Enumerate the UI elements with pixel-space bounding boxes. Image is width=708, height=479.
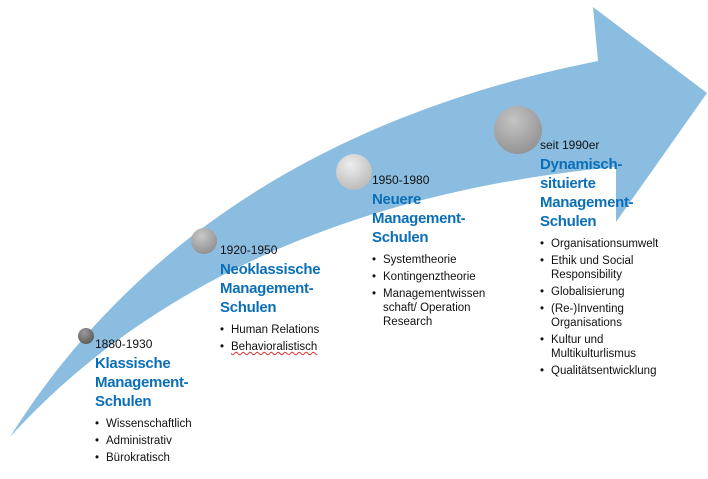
list-item: Globalisierung: [540, 285, 665, 299]
list-item: Behavioralistisch: [220, 340, 350, 354]
stage-title: Neuere Management-Schulen: [372, 191, 466, 246]
list-item: Wissenschaftlich: [95, 417, 245, 431]
stage-neoclassical: 1920-1950 Neoklassische Management-Schul…: [220, 243, 350, 357]
milestone-dot-3: [336, 154, 372, 190]
stage-classical: 1880-1930 Klassische Management-Schulen …: [95, 337, 245, 468]
stage-dynamic: seit 1990er Dynamisch-situierte Manageme…: [540, 138, 705, 381]
period-label: 1920-1950: [220, 243, 278, 257]
list-item: Managementwissen schaft/ Operation Resea…: [372, 287, 495, 329]
milestone-dot-1: [78, 328, 94, 344]
stage-title: Klassische Management-Schulen: [95, 355, 189, 410]
list-item: Organisationsumwelt: [540, 237, 665, 251]
period-label: 1950-1980: [372, 173, 430, 187]
list-item: Ethik und Social Responsibility: [540, 254, 665, 282]
stage-modern: 1950-1980 Neuere Management-Schulen Syst…: [372, 173, 507, 332]
milestone-dot-2: [191, 228, 217, 254]
list-item: Bürokratisch: [95, 451, 245, 465]
list-item: Systemtheorie: [372, 253, 507, 267]
stage-title: Neoklassische Management-Schulen: [220, 261, 321, 316]
period-label: 1880-1930: [95, 337, 153, 351]
stage-title: Dynamisch-situierte Management-Schulen: [540, 156, 634, 230]
list-item: Kontingenztheorie: [372, 270, 507, 284]
list-item: (Re-)Inventing Organisations: [540, 302, 665, 330]
list-item: Human Relations: [220, 323, 350, 337]
list-item: Administrativ: [95, 434, 245, 448]
period-label: seit 1990er: [540, 138, 600, 152]
milestone-dot-4: [494, 106, 542, 154]
list-item: Qualitätsentwicklung: [540, 364, 708, 378]
list-item: Kultur und Multikulturlismus: [540, 333, 665, 361]
